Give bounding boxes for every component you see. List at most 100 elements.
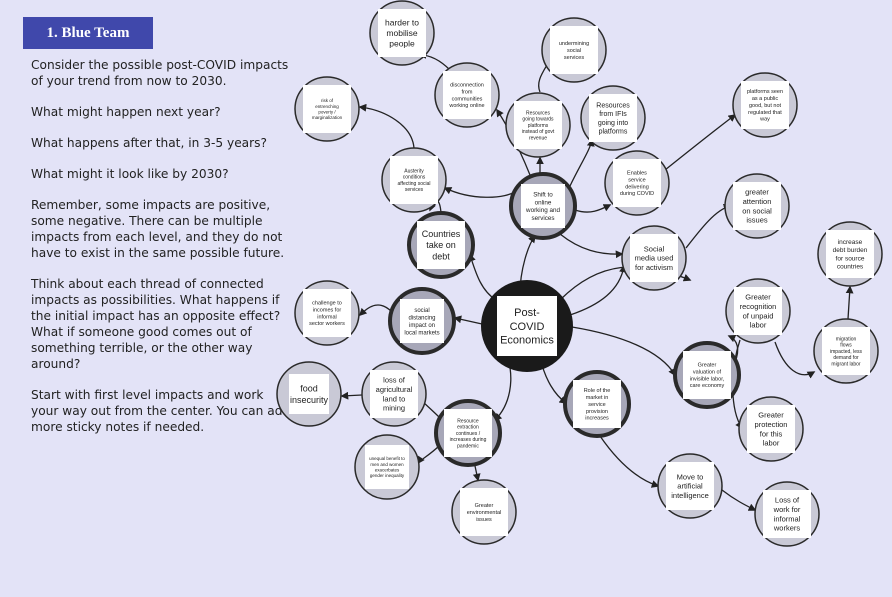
sticky-note: [741, 81, 789, 129]
connector-arrow: [418, 51, 451, 71]
node-label: Enables: [627, 171, 647, 177]
sticky-note: [365, 445, 409, 489]
connector-arrow: [664, 114, 737, 171]
node-label: Economics: [500, 335, 554, 347]
node-label: land to: [383, 394, 406, 403]
connector-arrow: [721, 489, 757, 511]
node-label: service: [588, 402, 605, 408]
node-label: disconnection: [450, 83, 484, 89]
node-label: Resource: [457, 418, 479, 424]
node-label: greater: [745, 188, 769, 197]
node-label: way: [759, 117, 770, 123]
sticky-note: [303, 289, 351, 337]
node-label: Resources: [596, 102, 630, 109]
connector-arrow: [358, 304, 393, 317]
sticky-note: [747, 405, 795, 453]
node-label: Move to: [677, 472, 704, 481]
node-label: men and women: [370, 462, 404, 467]
sticky-note: [460, 488, 508, 536]
node-label: affecting social: [398, 181, 431, 187]
node-label: for activism: [635, 263, 673, 272]
sticky-note: [550, 26, 598, 74]
node-label: risk of: [321, 98, 334, 103]
sticky-note: [666, 462, 714, 510]
node-label: Countries: [422, 229, 461, 239]
sticky-note: [497, 296, 557, 356]
node-label: Shift to: [533, 191, 553, 198]
node-label: services: [564, 55, 584, 61]
node-label: services: [531, 215, 554, 222]
node-label: going towards: [522, 117, 554, 123]
node-label: issues: [746, 216, 768, 225]
node-label: increases: [585, 416, 609, 422]
node-label: local markets: [404, 330, 439, 336]
node-label: social: [414, 308, 429, 314]
node-label: unequal benefit to: [369, 456, 405, 461]
node-label: platforms: [528, 123, 549, 129]
sticky-note: [303, 85, 351, 133]
sticky-note: [573, 380, 621, 428]
node-label: attention: [743, 197, 772, 206]
node-label: loss of: [383, 376, 406, 385]
node-label: Social: [644, 244, 665, 253]
node-label: harder to: [385, 17, 419, 27]
node-label: insecurity: [290, 395, 329, 405]
node-label: work for: [773, 505, 801, 514]
node-label: undermining: [559, 41, 589, 47]
node-label: protection: [755, 420, 788, 429]
node-label: during COVID: [620, 191, 654, 197]
node-label: invisible labor,: [690, 376, 725, 382]
node-label: demand for: [833, 355, 859, 361]
node-label: on social: [742, 206, 772, 215]
node-label: challenge to: [312, 301, 342, 307]
node-label: for this: [760, 429, 783, 438]
node-label: care economy: [690, 383, 725, 389]
node-label: service: [628, 177, 645, 183]
node-label: Post-: [514, 307, 540, 319]
sticky-note: [390, 156, 438, 204]
sticky-note: [826, 230, 874, 278]
instructions: Consider the possible post-COVID impacts…: [31, 57, 293, 450]
node-label: workers: [773, 524, 801, 533]
node-label: incomes for: [313, 307, 342, 313]
node-label: mining: [383, 404, 405, 413]
node-label: entrenching: [315, 104, 339, 109]
node-label: conditions: [403, 175, 426, 181]
node-label: gender inequality: [370, 473, 405, 478]
connector-arrow: [443, 187, 519, 198]
sticky-note: [417, 221, 465, 269]
connector-arrow: [599, 435, 660, 488]
node-label: delivering: [625, 184, 649, 190]
node-label: informal: [774, 514, 801, 523]
instruction-paragraph: What happens after that, in 3-5 years?: [31, 136, 267, 150]
